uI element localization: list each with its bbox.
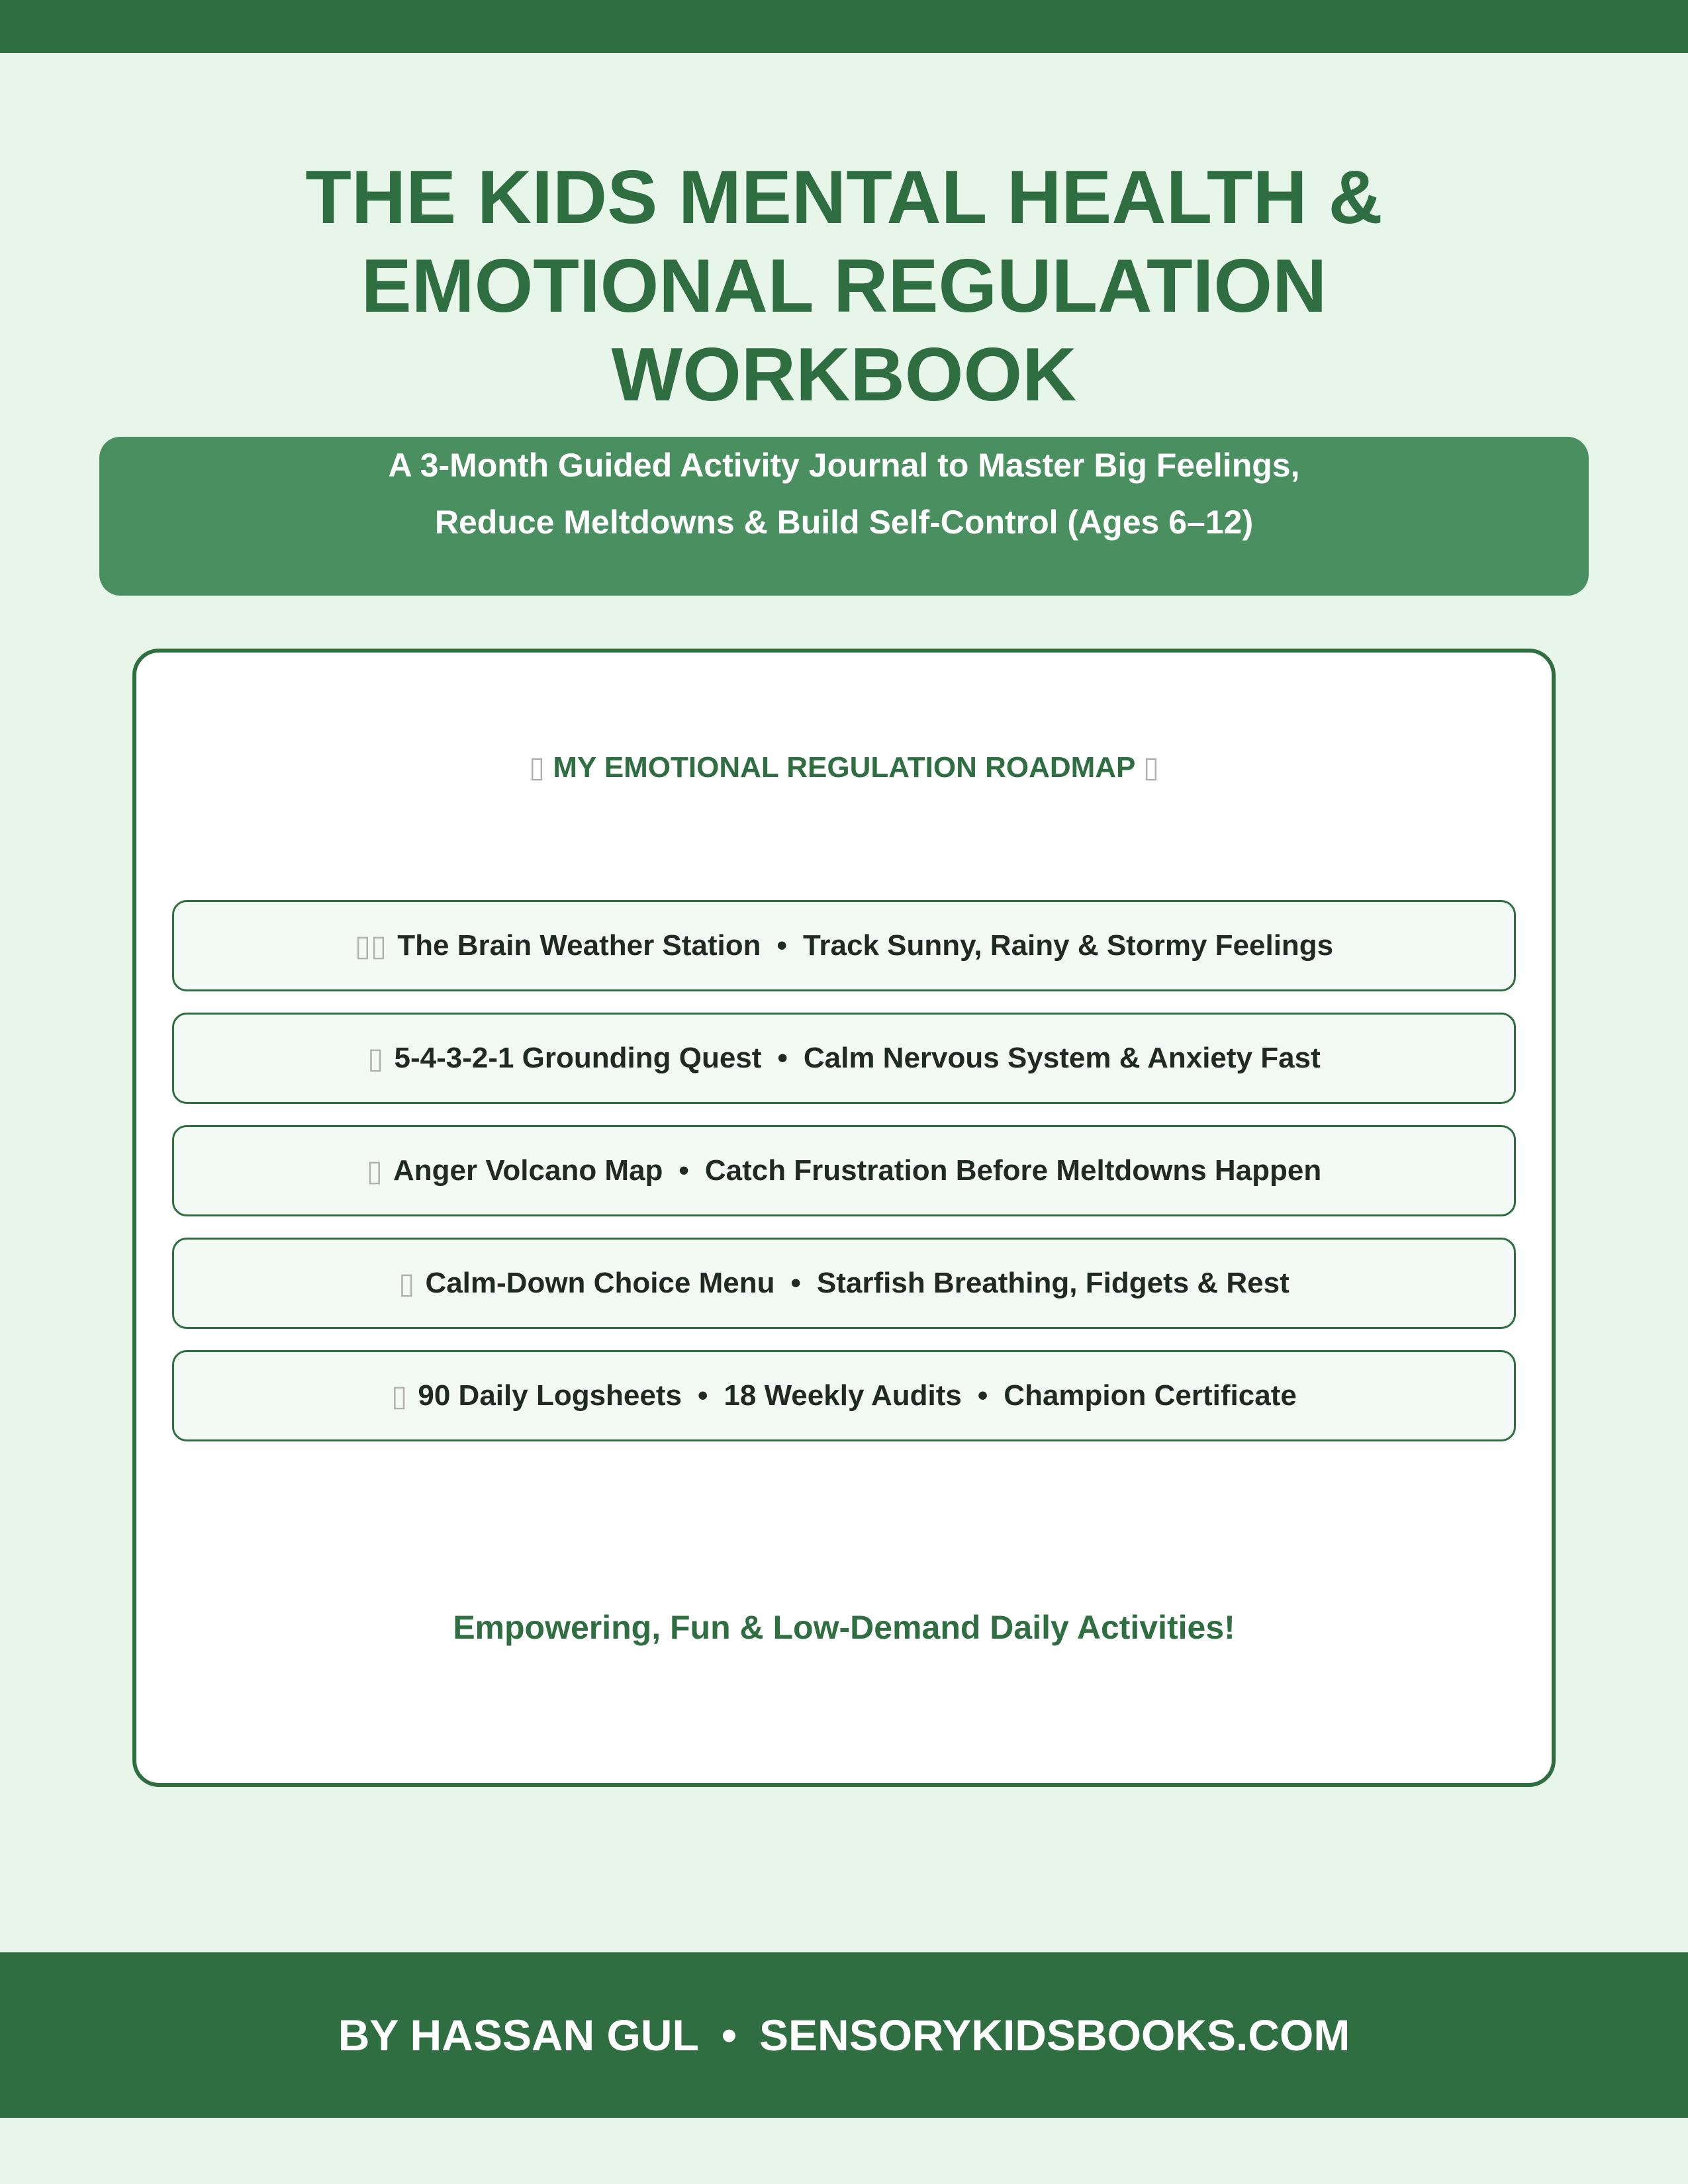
bullet-separator: •: [790, 1267, 801, 1299]
bullet-separator: •: [679, 1154, 689, 1187]
roadmap-item-weather-station: ▯▯ The Brain Weather Station • Track Sun…: [172, 900, 1516, 991]
weather-icon: ▯▯: [354, 929, 387, 963]
title-line: THE KIDS MENTAL HEALTH &: [305, 156, 1383, 240]
roadmap-item-name: Calm-Down Choice Menu: [425, 1267, 775, 1299]
roadmap-item-detail: Starfish Breathing, Fidgets & Rest: [816, 1267, 1289, 1299]
footer-bar: BY HASSAN GUL • SENSORYKIDSBOOKS.COM: [0, 1952, 1688, 2118]
top-color-bar: [0, 0, 1688, 53]
roadmap-item-logsheets: ▯ 90 Daily Logsheets • 18 Weekly Audits …: [172, 1350, 1516, 1441]
book-title: THE KIDS MENTAL HEALTH & EMOTIONAL REGUL…: [0, 154, 1688, 420]
roadmap-title-text: MY EMOTIONAL REGULATION ROADMAP: [553, 751, 1135, 784]
bullet-separator: •: [777, 1042, 788, 1074]
roadmap-item-name: Anger Volcano Map: [393, 1154, 663, 1187]
subtitle-line: Reduce Meltdowns & Build Self-Control (A…: [434, 504, 1254, 541]
roadmap-card: [132, 649, 1556, 1787]
roadmap-item-name: 90 Daily Logsheets: [418, 1379, 682, 1412]
menu-icon: ▯: [399, 1266, 415, 1300]
roadmap-item-name: 5-4-3-2-1 Grounding Quest: [394, 1042, 762, 1074]
roadmap-item-anger-volcano: ▯ Anger Volcano Map • Catch Frustration …: [172, 1125, 1516, 1216]
subtitle-line: A 3-Month Guided Activity Journal to Mas…: [388, 447, 1300, 484]
roadmap-item-detail: Track Sunny, Rainy & Stormy Feelings: [802, 929, 1334, 962]
author-name: BY HASSAN GUL: [338, 2011, 699, 2060]
subtitle-banner: [99, 437, 1589, 596]
logbook-icon: ▯: [391, 1379, 408, 1413]
book-subtitle: A 3-Month Guided Activity Journal to Mas…: [0, 437, 1688, 551]
map-icon: ▯: [528, 751, 545, 784]
grounding-icon: ▯: [367, 1041, 384, 1075]
roadmap-item-calm-down-menu: ▯ Calm-Down Choice Menu • Starfish Breat…: [172, 1238, 1516, 1329]
roadmap-item-grounding-quest: ▯ 5-4-3-2-1 Grounding Quest • Calm Nervo…: [172, 1013, 1516, 1104]
roadmap-item-extra: Champion Certificate: [1004, 1379, 1297, 1412]
roadmap-item-name: The Brain Weather Station: [397, 929, 761, 962]
map-icon: ▯: [1143, 751, 1160, 784]
volcano-icon: ▯: [366, 1154, 383, 1188]
tagline: Empowering, Fun & Low-Demand Daily Activ…: [453, 1609, 1235, 1646]
title-line: WORKBOOK: [611, 333, 1077, 417]
roadmap-heading: ▯ MY EMOTIONAL REGULATION ROADMAP ▯: [0, 747, 1688, 789]
bullet-separator: •: [776, 929, 787, 962]
roadmap-item-detail: Catch Frustration Before Meltdowns Happe…: [704, 1154, 1322, 1187]
bullet-separator: •: [977, 1379, 988, 1412]
website-link[interactable]: SENSORYKIDSBOOKS.COM: [759, 2011, 1350, 2060]
title-line: EMOTIONAL REGULATION: [361, 244, 1327, 328]
bullet-separator: •: [721, 2011, 737, 2060]
roadmap-item-detail: Calm Nervous System & Anxiety Fast: [803, 1042, 1321, 1074]
roadmap-item-detail: 18 Weekly Audits: [724, 1379, 962, 1412]
bullet-separator: •: [698, 1379, 708, 1412]
